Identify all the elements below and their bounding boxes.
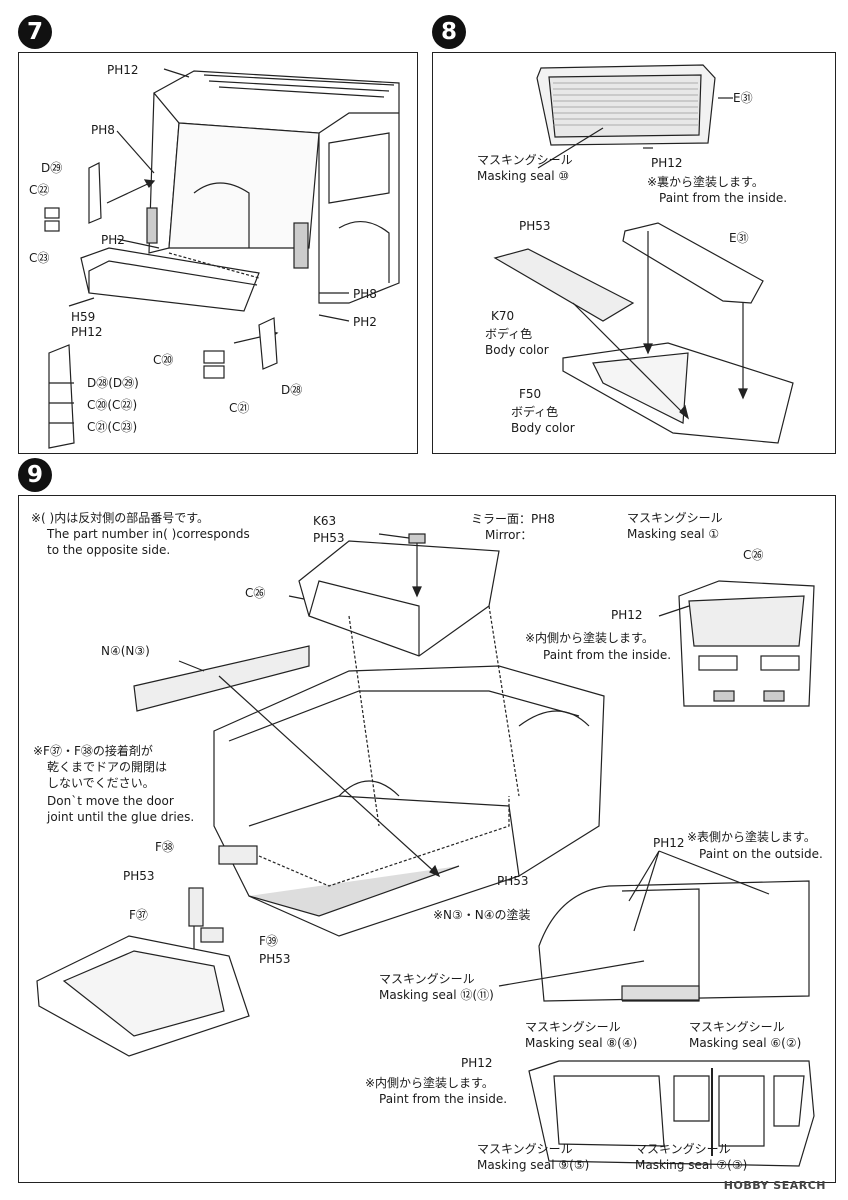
outside-en: Paint on the outside.	[699, 847, 823, 861]
label-mask-jp: マスキングシール	[477, 153, 573, 167]
glue-note-jp-2: 乾くまでドアの開閉は	[47, 760, 168, 774]
glue-note-jp-1: ※F㊲・F㊳の接着剤が	[33, 744, 153, 758]
label-ph8-right: PH8	[353, 287, 377, 301]
label-n4-n3: N④(N③)	[101, 644, 150, 658]
label-ph53: PH53	[519, 219, 551, 233]
label-paint-jp: ※裏から塗装します。	[647, 175, 764, 189]
inside-en: Paint from the inside.	[543, 648, 672, 662]
label-f50: F50	[519, 387, 542, 401]
label-h59: H59	[71, 310, 96, 324]
inside2-en: Paint from the inside.	[379, 1092, 508, 1106]
glue-note-en-1: Don`t move the door	[47, 794, 174, 808]
mask1-en: Masking seal ①	[627, 527, 720, 541]
label-body-jp-2: ボディ色	[511, 405, 559, 419]
label-ph12: PH12	[107, 63, 139, 77]
step-8-illustration	[493, 64, 794, 444]
label-ph53-bottom: PH53	[259, 952, 291, 966]
mask6-jp: マスキングシール	[689, 1020, 785, 1034]
label-ph12-win: PH12	[653, 836, 685, 850]
label-mirror-en: Mirror：	[485, 528, 533, 542]
label-d29: D㉙	[41, 161, 63, 175]
label-body-en-1: Body color	[485, 343, 549, 357]
label-ph2-left: PH2	[101, 233, 125, 247]
mask12-jp: マスキングシール	[379, 972, 475, 986]
step-7-badge: 7	[18, 15, 52, 49]
label-k70: K70	[491, 309, 515, 323]
step-8-panel: E㉛ マスキングシール Masking seal ⑩ PH12 ※裏から塗装しま…	[432, 52, 836, 454]
mask9-en: Masking seal ⑨(⑤)	[477, 1158, 590, 1172]
label-d28: D㉘	[281, 383, 303, 397]
mask6-en: Masking seal ⑥(②)	[689, 1036, 802, 1050]
mask7-jp: マスキングシール	[635, 1142, 731, 1156]
mask9-jp: マスキングシール	[477, 1142, 573, 1156]
legend-d28-d29: D㉘(D㉙)	[87, 376, 139, 390]
label-c23: C㉓	[29, 251, 50, 265]
label-c26-left: C㉖	[245, 586, 266, 600]
label-ph2-right: PH2	[353, 315, 377, 329]
mask8-en: Masking seal ⑧(④)	[525, 1036, 638, 1050]
label-paint-en: Paint from the inside.	[659, 191, 788, 205]
legend-c21-c23: C㉑(C㉓)	[87, 420, 138, 434]
label-ph53-f: PH53	[123, 869, 155, 883]
step-8-badge: 8	[432, 15, 466, 49]
label-body-en-2: Body color	[511, 421, 575, 435]
label-c26-right: C㉖	[743, 548, 764, 562]
mask12-en: Masking seal ⑫(⑪)	[379, 988, 494, 1002]
note-en-2: to the opposite side.	[47, 543, 171, 557]
label-ph12-lower: PH12	[461, 1056, 493, 1070]
label-f38: F㊳	[155, 840, 174, 854]
step-7-panel: PH12 PH8 D㉙ C㉒ C㉓ PH2 H59 PH12 PH8 PH2 C…	[18, 52, 418, 454]
label-e31-mid: E㉛	[729, 231, 749, 245]
label-c20: C⑳	[153, 353, 174, 367]
label-ph12: PH12	[651, 156, 683, 170]
label-c21: C㉑	[229, 401, 250, 415]
mask8-jp: マスキングシール	[525, 1020, 621, 1034]
mask7-en: Masking seal ⑦(③)	[635, 1158, 748, 1172]
label-ph12-right: PH12	[611, 608, 643, 622]
label-f39: F㊴	[259, 934, 278, 948]
label-body-jp-1: ボディ色	[485, 327, 533, 341]
glue-note-jp-3: しないでください。	[47, 776, 155, 790]
step-7-illustration	[44, 68, 400, 449]
label-mirror-jp: ミラー面：PH8	[471, 512, 555, 526]
mask1-jp: マスキングシール	[627, 511, 723, 525]
label-e31-top: E㉛	[733, 91, 753, 105]
n3-n4-note: ※N③・N④の塗装	[433, 908, 531, 922]
note-jp: ※( )内は反対側の部品番号です。	[31, 511, 210, 525]
label-f37: F㊲	[129, 908, 148, 922]
label-ph8-left: PH8	[91, 123, 115, 137]
legend-c20-c22: C⑳(C㉒)	[87, 398, 138, 412]
step-9-badge: 9	[18, 458, 52, 492]
label-ph53-top: PH53	[313, 531, 345, 545]
label-k63: K63	[313, 514, 337, 528]
inside2-jp: ※内側から塗装します。	[365, 1076, 494, 1090]
step-9-illustration	[36, 533, 815, 1167]
label-ph53-body: PH53	[497, 874, 529, 888]
label-ph12-bumper: PH12	[71, 325, 103, 339]
note-en-1: The part number in( )corresponds	[47, 527, 250, 541]
inside-jp: ※内側から塗装します。	[525, 631, 654, 645]
outside-jp: ※表側から塗装します。	[687, 830, 816, 844]
label-c22: C㉒	[29, 183, 50, 197]
label-mask-en: Masking seal ⑩	[477, 169, 570, 183]
step-9-panel: ※( )内は反対側の部品番号です。 The part number in( )c…	[18, 495, 836, 1183]
glue-note-en-2: joint until the glue dries.	[47, 810, 195, 824]
watermark-logo: HOBBY SEARCH	[723, 1179, 826, 1192]
